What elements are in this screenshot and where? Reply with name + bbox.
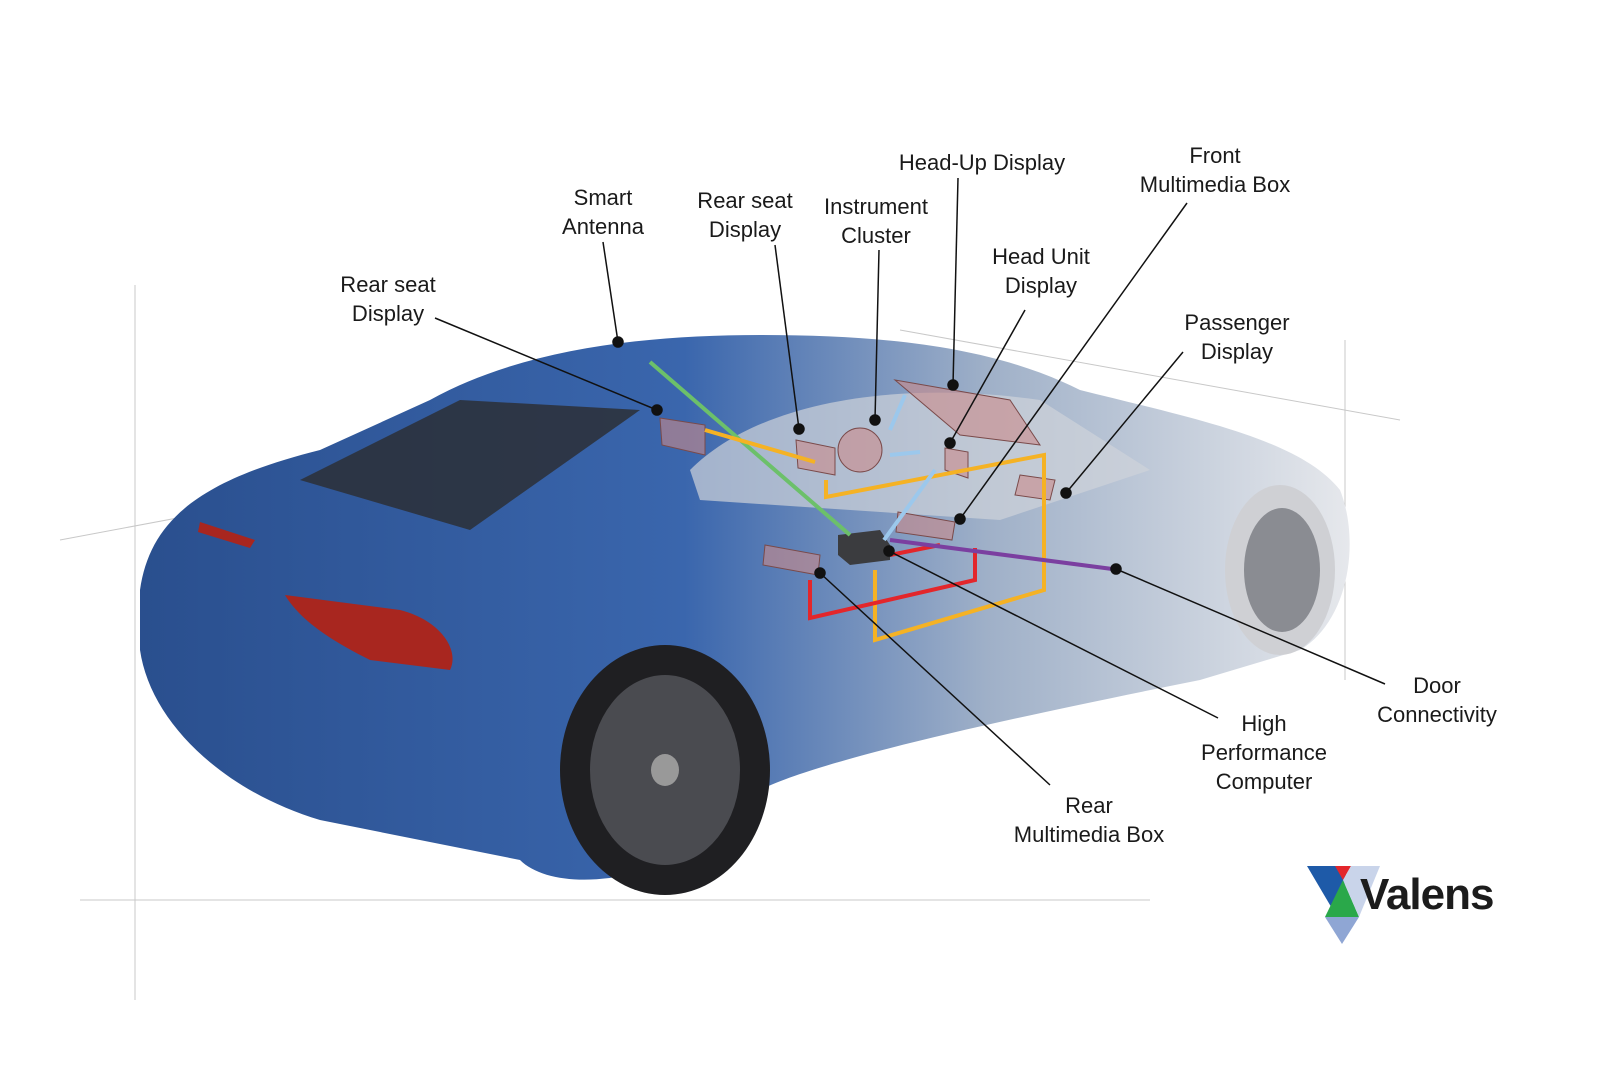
rear-window (300, 400, 640, 530)
link-purple (889, 538, 1121, 572)
instrument-cluster-device (837, 427, 883, 473)
rear-wheel (560, 645, 770, 895)
label-head-up-display: Head-Up Display (898, 150, 1066, 175)
link-rear-seat (704, 428, 816, 464)
valens-logo-icon (1307, 866, 1380, 944)
link-antenna (648, 360, 852, 537)
rear-seat-display-left-device (659, 417, 706, 456)
tail-light (285, 595, 453, 670)
high-performance-computer-device (838, 530, 890, 565)
valens-logo-text: Valens (1360, 870, 1494, 919)
link-yellow-loop-top (824, 452, 1046, 510)
tail-light-small (198, 522, 255, 548)
connections (648, 360, 1121, 643)
front-wheel (1225, 485, 1335, 655)
link-red (808, 548, 977, 621)
leader-lines (434, 177, 1386, 786)
passenger-display-device (1014, 474, 1056, 501)
